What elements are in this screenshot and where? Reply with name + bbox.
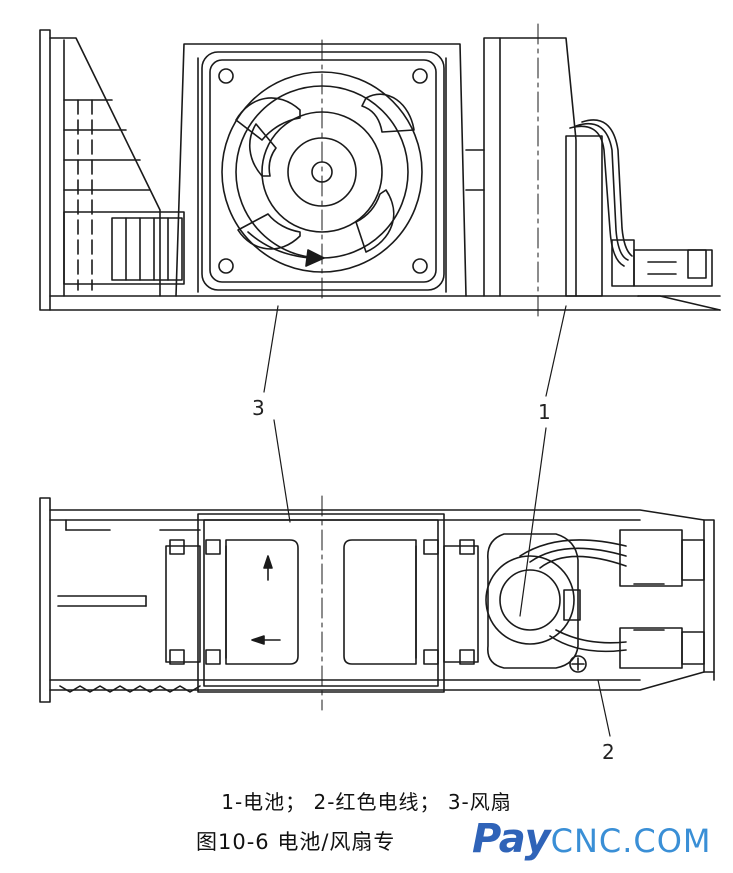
top-view: [39, 23, 721, 321]
watermark-cnc-text: CNC.COM: [550, 822, 712, 860]
legend-caption: 1-电池； 2-红色电线； 3-风扇: [221, 790, 512, 814]
figure-caption: 图10-6 电池/风扇专: [196, 830, 396, 854]
bottom-view: [39, 495, 715, 711]
callout-label-red-wire: 2: [602, 740, 615, 764]
watermark-pay-text: Pay: [472, 816, 551, 862]
paycnc-watermark: PayCNC.COM: [472, 816, 712, 862]
leader-lines: [263, 305, 611, 737]
callout-label-fan: 3: [252, 396, 265, 420]
callout-label-battery: 1: [538, 400, 551, 424]
